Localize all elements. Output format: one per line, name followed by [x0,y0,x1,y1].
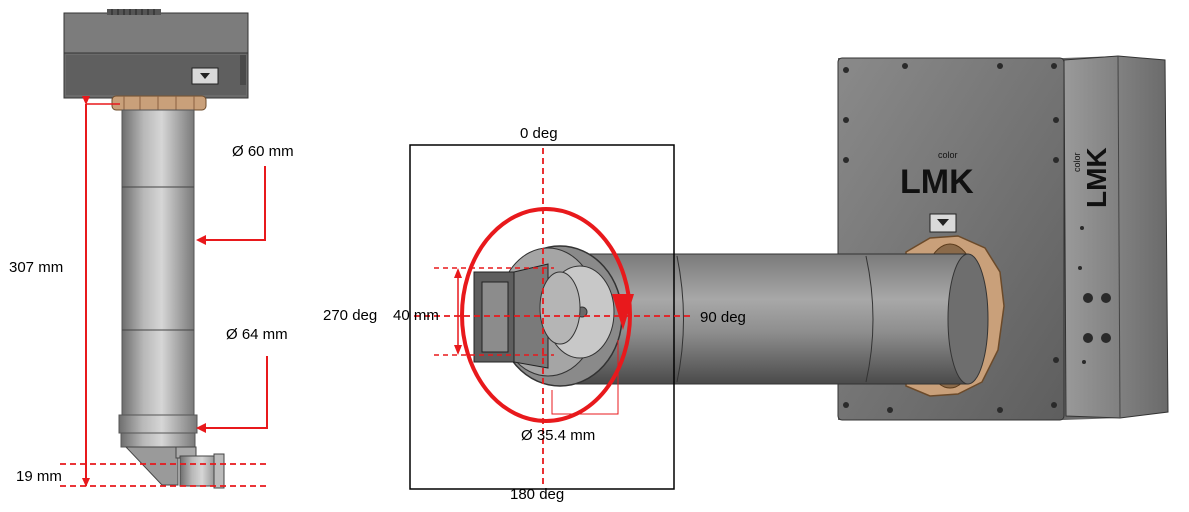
logo-front-sub: color [938,150,958,160]
aperture-40-label: 40 mm [393,307,439,324]
camera-head [63,9,249,99]
horizontal-tube [575,253,989,385]
left-camera-view: Ø 60 mm Ø 64 mm 307 mm 19 mm [9,9,294,489]
view-frame [409,144,675,490]
logo-side: LMK color [1072,147,1112,208]
dimension-lines [60,96,268,487]
rotation-indicator [414,148,690,484]
diameter-64-label: Ø 64 mm [226,326,288,343]
logo-front: LMK [900,163,974,201]
offset-19-label: 19 mm [16,468,62,485]
head-ribs [107,9,161,15]
diameter-35-label: Ø 35.4 mm [521,427,595,444]
angle-180-label: 180 deg [510,486,564,503]
length-307-label: 307 mm [9,259,63,276]
svg-text:LMK: LMK [1081,147,1112,208]
mirror-head [124,446,225,489]
diameter-60-label: Ø 60 mm [232,143,294,160]
angle-270-label: 270 deg [323,307,377,324]
right-camera-view: LMK color LMK color [323,55,1169,503]
angle-0-label: 0 deg [520,125,558,142]
angle-90-label: 90 deg [700,309,746,326]
vertical-tube [118,109,198,448]
rotation-arrow-icon [612,294,634,330]
focus-ring [111,95,207,111]
svg-text:color: color [1072,152,1082,172]
